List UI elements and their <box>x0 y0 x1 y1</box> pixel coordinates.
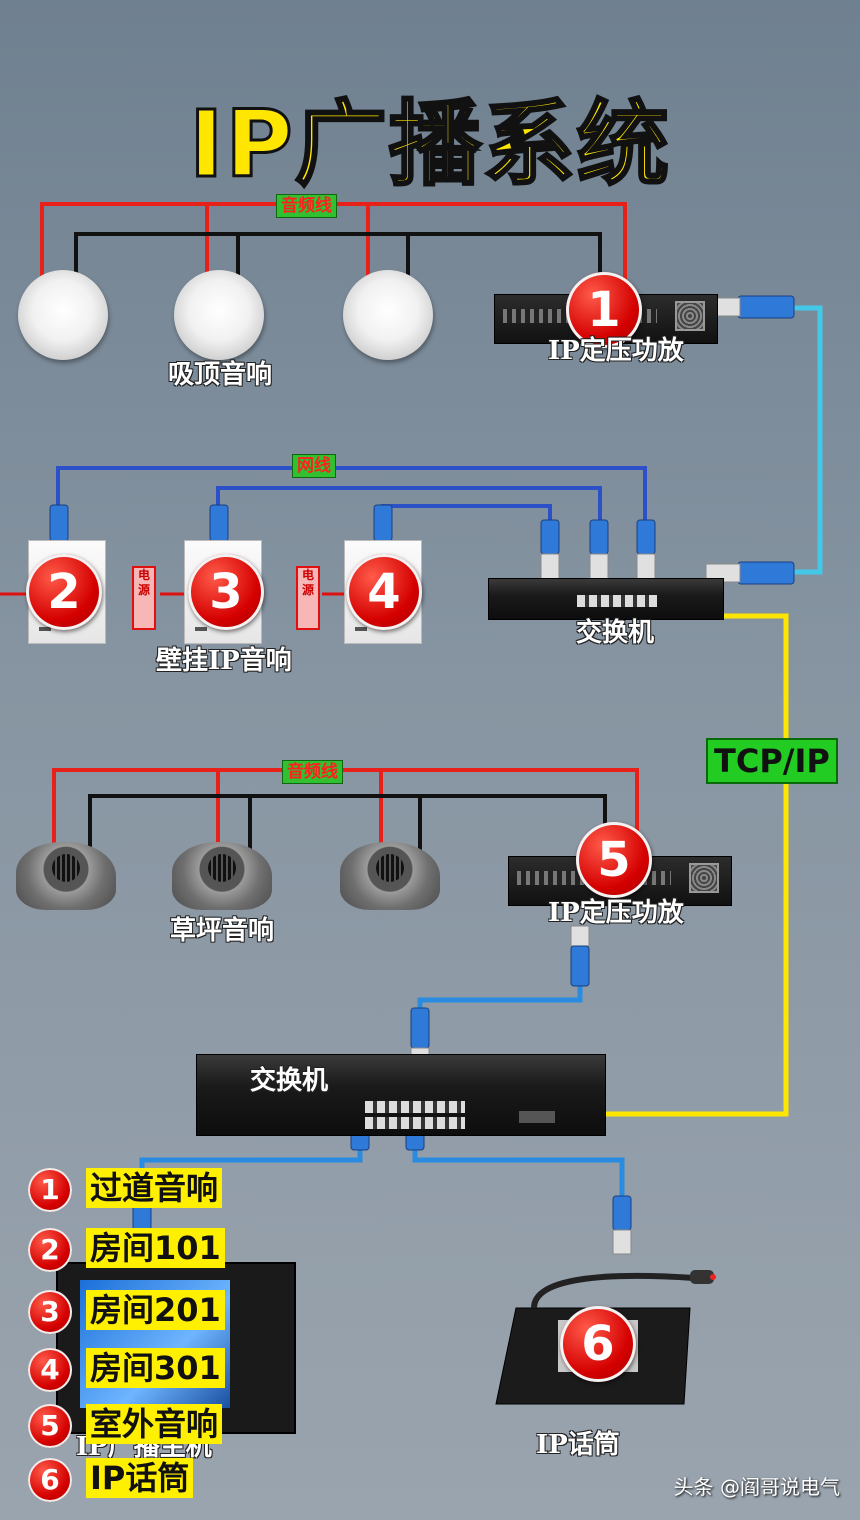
legend-number: 1 <box>28 1168 72 1212</box>
ceiling-speaker-3 <box>343 270 433 360</box>
badge-4: 4 <box>346 554 422 630</box>
power-box-4: 电源 <box>296 566 320 630</box>
audio-line-tag-mid: 音频线 <box>282 760 343 784</box>
legend-text: IP话筒 <box>86 1458 194 1498</box>
legend-number: 3 <box>28 1290 72 1334</box>
audio-wire-black-mid <box>88 794 607 860</box>
badge-1: 1 <box>566 272 642 348</box>
audio-wire-red-mid <box>52 768 639 860</box>
switch-2 <box>196 1054 606 1136</box>
network-wire-4 <box>381 504 552 530</box>
lawn-speaker-label: 草坪音响 <box>170 916 275 946</box>
amplifier-1-label: IP定压功放 <box>548 336 684 366</box>
tcp-ip-line <box>604 613 789 1117</box>
legend-text: 室外音响 <box>86 1404 223 1444</box>
tcp-ip-label: TCP/IP <box>706 738 838 784</box>
page-title: IP广播系统 <box>188 90 671 200</box>
network-wire-2 <box>56 466 647 530</box>
lawn-speaker-2 <box>172 842 272 910</box>
switch-1-label: 交换机 <box>576 618 655 648</box>
badge-3: 3 <box>188 554 264 630</box>
legend-number: 4 <box>28 1348 72 1392</box>
ceiling-speaker-1 <box>18 270 108 360</box>
ceiling-speaker-label: 吸顶音响 <box>168 360 273 390</box>
switch-1 <box>488 578 724 620</box>
legend-text: 房间301 <box>86 1348 225 1388</box>
legend-number: 2 <box>28 1228 72 1272</box>
lawn-speaker-1 <box>16 842 116 910</box>
ip-microphone-label: IP话筒 <box>536 1430 620 1460</box>
audio-line-tag-top: 音频线 <box>276 194 337 218</box>
badge-5: 5 <box>576 822 652 898</box>
ceiling-speaker-2 <box>174 270 264 360</box>
network-wire-3 <box>216 486 602 530</box>
uplink-cable <box>790 305 823 575</box>
audio-wire-black-top <box>74 232 602 290</box>
amplifier-5-label: IP定压功放 <box>548 898 684 928</box>
network-line-tag: 网线 <box>292 454 336 478</box>
lan-amp5-switch2 <box>417 930 583 1060</box>
legend-number: 6 <box>28 1458 72 1502</box>
lawn-speaker-3 <box>340 842 440 910</box>
legend-text: 过道音响 <box>86 1168 223 1208</box>
wall-speaker-label: 壁挂IP音响 <box>156 646 292 676</box>
watermark: 头条 @阎哥说电气 <box>673 1475 840 1499</box>
badge-2: 2 <box>26 554 102 630</box>
badge-6: 6 <box>560 1306 636 1382</box>
legend-text: 房间101 <box>86 1228 225 1268</box>
power-box-3: 电源 <box>132 566 156 630</box>
legend-text: 房间201 <box>86 1290 225 1330</box>
switch-2-label: 交换机 <box>250 1066 329 1096</box>
legend-number: 5 <box>28 1404 72 1448</box>
